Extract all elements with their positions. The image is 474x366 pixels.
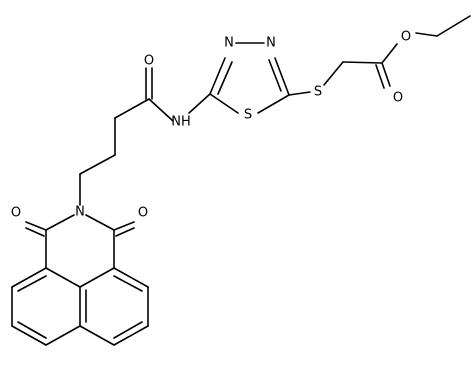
atom-nh-amide: NH — [171, 115, 191, 130]
atom-s-thioether: S — [314, 85, 322, 100]
bond — [45, 267, 81, 288]
bond — [375, 64, 385, 89]
bond — [11, 267, 47, 288]
bond — [381, 62, 391, 87]
atom-n-imide: N — [75, 205, 85, 220]
bond — [217, 61, 233, 95]
bond — [436, 15, 471, 37]
atom-o-imide-left: O — [11, 206, 21, 221]
atom-n-ring-1: N — [266, 36, 276, 51]
bond — [113, 321, 143, 339]
bond — [209, 93, 239, 114]
bond — [381, 43, 398, 64]
bond — [79, 325, 115, 346]
bond — [342, 61, 383, 64]
bond — [25, 221, 47, 231]
bond — [17, 275, 47, 292]
bond — [25, 227, 45, 237]
bond — [115, 227, 135, 237]
atom-o-amide: O — [144, 54, 154, 69]
bond — [288, 91, 311, 96]
bond — [113, 221, 135, 231]
bond — [79, 267, 115, 288]
bond — [11, 325, 47, 346]
bond — [79, 154, 116, 175]
bond — [209, 57, 226, 95]
bond — [45, 325, 81, 346]
bond — [148, 98, 174, 122]
atom-n-ring-2: N — [224, 36, 234, 51]
bond — [257, 94, 290, 114]
atom-o-imide-right: O — [138, 206, 148, 221]
bond — [268, 59, 282, 92]
atom-o-ester-double: O — [393, 91, 403, 106]
bond — [17, 321, 47, 339]
bond — [114, 98, 150, 119]
bond — [415, 32, 438, 37]
bond — [188, 93, 211, 114]
atom-s-ring: S — [244, 108, 252, 123]
bond — [274, 57, 290, 96]
atom-o-ester-single: O — [401, 30, 411, 45]
bond — [113, 325, 149, 346]
bond — [323, 61, 344, 86]
bond — [113, 267, 149, 288]
bond — [85, 214, 115, 231]
bond — [45, 214, 75, 231]
bond — [113, 275, 143, 292]
